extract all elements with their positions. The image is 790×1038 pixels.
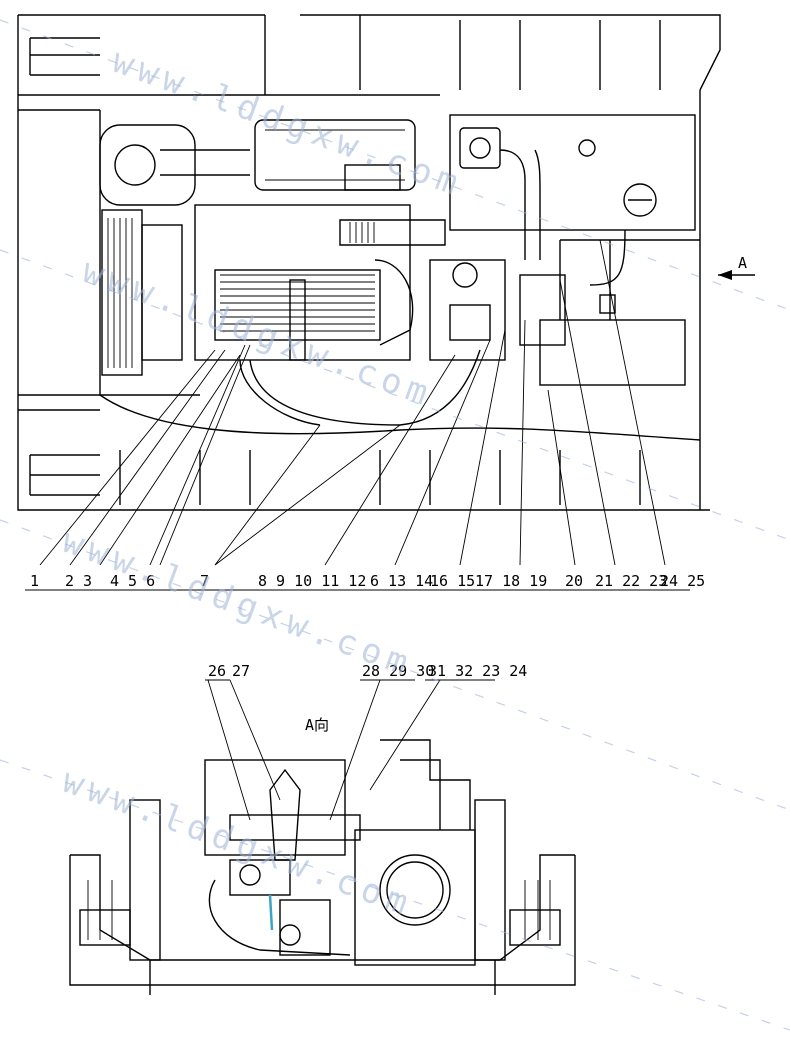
callout-27: 27: [232, 662, 250, 680]
view-a-title: A向: [305, 716, 329, 734]
callout-4-5-6: 4 5 6: [110, 572, 155, 590]
callout-26: 26: [208, 662, 226, 680]
watermark-text-1: www.lddgxw.com: [107, 41, 469, 205]
callout-16-15: 16 15: [430, 572, 475, 590]
tank-side: [354, 829, 476, 966]
hydraulic-pump: [429, 259, 506, 361]
callout-8-12: 8 9 10 11 12: [258, 572, 366, 590]
callout-21-22-23: 21 22 23: [595, 572, 667, 590]
base-frame: [69, 855, 576, 986]
callout-6-13-14: 6 13 14: [370, 572, 433, 590]
hydraulic-tank: [449, 114, 696, 231]
callout-1: 1: [30, 572, 39, 590]
callout-28-29-30: 28 29 30: [362, 662, 434, 680]
callout-20: 20: [565, 572, 583, 590]
callouts-bottom: 26 27 28 29 30 31 32 23 24: [205, 662, 527, 821]
watermark-text-2: www.lddgxw.com: [77, 251, 439, 415]
watermark-text-3: www.lddgxw.com: [57, 521, 419, 685]
view-direction-arrow: A: [718, 254, 755, 280]
watermark: www.lddgxw.com www.lddgxw.com www.lddgxw…: [0, 19, 790, 1031]
fuel-tank: [539, 319, 686, 386]
frame-outline: [17, 15, 710, 511]
callout-7: 7: [200, 572, 209, 590]
view-a: A向 26 27 28 29 30 31 32 23 24: [69, 662, 576, 995]
leader-lines-top: [25, 239, 690, 591]
watermark-text-4: www.lddgxw.com: [57, 761, 419, 925]
callout-31-32-23-24: 31 32 23 24: [428, 662, 527, 680]
callout-2-3: 2 3: [65, 572, 92, 590]
arrow-label: A: [738, 254, 747, 272]
callouts-top: 1 2 3 4 5 6 7 8 9 10 11 12 6 13 14 16 15…: [30, 572, 705, 590]
callout-17-18-19: 17 18 19: [475, 572, 547, 590]
callout-24-25: 24 25: [660, 572, 705, 590]
muffler: [254, 119, 416, 191]
air-filter: [99, 124, 196, 206]
